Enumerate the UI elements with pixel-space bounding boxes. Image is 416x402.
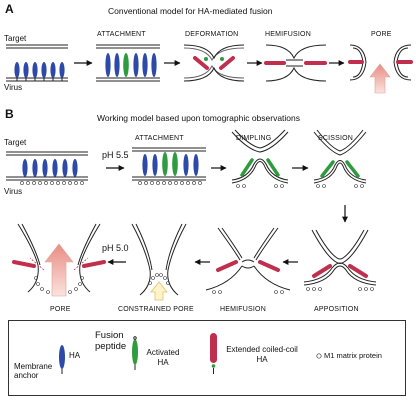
- panel-a-attachment: [96, 44, 160, 82]
- panel-a-deformation: [183, 44, 245, 82]
- panel-b-hemifusion: [205, 227, 291, 294]
- legend-m1-icon: [316, 353, 322, 359]
- legend-box: [8, 320, 406, 396]
- panel-b-dimpling: [231, 129, 289, 188]
- panel-b-target-label: Target: [4, 138, 27, 147]
- panel-b-stage-apposition: APPOSITION: [314, 306, 359, 313]
- legend-extended-ha-label: Extended coiled-coil HA: [226, 345, 298, 364]
- panel-a-title: Conventional model for HA-mediated fusio…: [108, 6, 273, 16]
- panel-b-stage-hemifusion: HEMIFUSION: [220, 306, 266, 313]
- panel-a-stage-attachment: ATTACHMENT: [97, 31, 146, 38]
- panel-b-constrained-pore: [131, 223, 187, 301]
- panel-b-stage-dimpling: DIMPLING: [236, 135, 272, 142]
- panel-b-title: Working model based upon tomographic obs…: [97, 113, 301, 123]
- panel-b-virus-label: Virus: [4, 187, 23, 196]
- legend-membrane-anchor: Membrane anchor: [14, 362, 53, 381]
- panel-a-virus-label: Virus: [4, 83, 23, 92]
- panel-a-stage-hemifusion: HEMIFUSION: [265, 31, 311, 38]
- panel-a-stage-pore: PORE: [371, 31, 392, 38]
- legend-activated-ha-label: Activated HA: [146, 348, 180, 367]
- panel-a-ha-row: [14, 62, 65, 81]
- panel-b-stage-pore: PORE: [50, 306, 71, 313]
- panel-b-initial: [6, 151, 88, 185]
- panel-a-initial: [6, 44, 68, 82]
- panel-a-hemifusion: [264, 44, 327, 82]
- legend-ha-label: HA: [69, 351, 81, 360]
- panel-b-stage-constrained-pore: CONSTRAINED PORE: [118, 306, 194, 313]
- panel-b-apposition: [303, 229, 377, 291]
- panel-b-attachment: [132, 147, 206, 185]
- panel-a-stage-deformation: DEFORMATION: [185, 31, 239, 38]
- legend-ha-icon: [59, 345, 65, 374]
- panel-b-pore: [12, 223, 106, 297]
- legend-fusion-peptide: Fusion peptide: [95, 330, 127, 352]
- legend-activated-ha-icon: [132, 336, 138, 370]
- legend-m1-label: M1 matrix protein: [324, 351, 382, 360]
- panel-b-stage-attachment: ATTACHMENT: [135, 135, 184, 142]
- panel-a-target-label: Target: [4, 34, 27, 43]
- panel-b-stage-scission: SCISSION: [318, 135, 354, 142]
- ph-50-label: pH 5.0: [102, 243, 129, 253]
- panel-a-letter: A: [5, 2, 14, 16]
- panel-b-letter: B: [5, 107, 14, 121]
- panel-a-pore: [348, 44, 413, 94]
- panel-b-scission: [313, 129, 367, 188]
- legend-extended-ha-icon: [210, 333, 217, 374]
- ph-55-label: pH 5.5: [102, 150, 129, 160]
